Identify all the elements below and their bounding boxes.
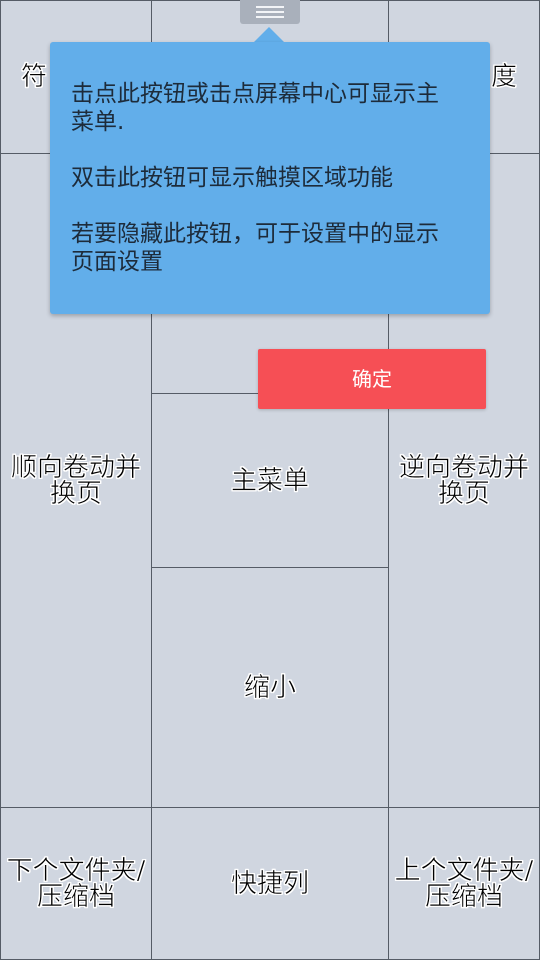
tooltip-text: 击点此按钮或击点屏幕中心可显示主菜单. — [71, 81, 439, 135]
menu-icon — [256, 6, 284, 8]
touch-zone-next-folder[interactable]: 下个文件夹/ 压缩档 — [0, 807, 152, 960]
zone-label: 逆向卷动并 换页 — [398, 452, 530, 509]
zone-label: 下个文件夹/ 压缩档 — [6, 855, 146, 912]
zone-label: 符 — [21, 62, 48, 92]
zone-label: 快捷列 — [230, 868, 310, 899]
zone-label: 主菜单 — [230, 465, 310, 496]
tooltip-arrow — [253, 27, 285, 43]
menu-handle-button[interactable] — [240, 0, 300, 24]
zone-label: 度 — [490, 62, 518, 92]
tooltip-text: 若要隐藏此按钮，可于设置中的显示页面设置 — [71, 221, 439, 275]
zone-label: 上个文件夹/ 压缩档 — [394, 855, 534, 912]
touch-zone-shortcut[interactable]: 快捷列 — [151, 807, 389, 960]
touch-zone-prev-folder[interactable]: 上个文件夹/ 压缩档 — [388, 807, 540, 960]
confirm-button[interactable]: 确定 — [258, 349, 486, 409]
touch-zone-zoom-out[interactable]: 缩小 — [151, 567, 389, 808]
zone-label: 顺向卷动并 换页 — [10, 452, 142, 509]
zone-label: 缩小 — [243, 672, 297, 703]
tooltip: 击点此按钮或击点屏幕中心可显示主菜单. 双击此按钮可显示触摸区域功能 若要隐藏此… — [50, 42, 490, 314]
touch-zone-main-menu[interactable]: 主菜单 — [151, 393, 389, 568]
tooltip-text: 双击此按钮可显示触摸区域功能 — [71, 165, 393, 191]
